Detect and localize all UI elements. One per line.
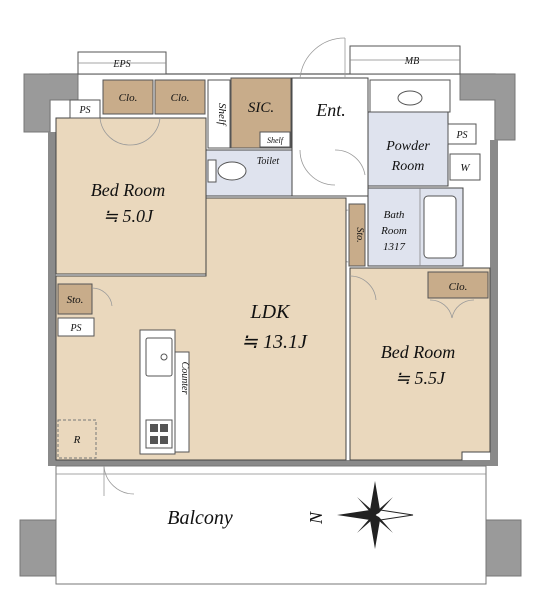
closet-right-label: Clo. xyxy=(449,281,468,293)
mb-label: MB xyxy=(404,56,419,67)
closet-2-label: Clo. xyxy=(171,92,190,104)
balcony: Balcony xyxy=(55,465,487,585)
r-marker-label: R xyxy=(73,434,81,446)
sic-label: SIC. xyxy=(248,100,274,116)
mb-box: MB xyxy=(349,45,461,75)
eps-box: EPS xyxy=(77,51,167,75)
closet-1-label: Clo. xyxy=(119,92,138,104)
powder-room: Powder Room xyxy=(367,79,451,187)
bath-room-line3: 1317 xyxy=(383,241,406,253)
shelf-small-label: Shelf xyxy=(267,136,285,145)
ps-right-label: PS xyxy=(455,130,467,141)
ps-top-left-label: PS xyxy=(78,105,90,116)
ldk-size: ≒ 13.1J xyxy=(241,331,308,353)
storage-left-label: Sto. xyxy=(67,294,84,306)
shelf-vertical: Shelf xyxy=(207,79,231,149)
closet-right: Clo. xyxy=(427,271,489,299)
ldk-name: LDK xyxy=(250,301,292,323)
washer-label: W xyxy=(460,162,470,174)
bath-room-line2: Room xyxy=(380,225,407,237)
balcony-label: Balcony xyxy=(167,507,233,529)
washer: W xyxy=(449,153,481,181)
storage-mid-label: Sto. xyxy=(354,227,365,242)
ps-left: PS xyxy=(57,317,95,337)
counter-label: Counter xyxy=(179,362,190,395)
r-marker: R xyxy=(57,419,97,459)
bedroom-1-name: Bed Room xyxy=(91,180,165,200)
entrance: Ent. xyxy=(291,37,369,197)
eps-label: EPS xyxy=(112,59,130,70)
storage-left: Sto. xyxy=(57,283,113,315)
powder-room-line1: Powder xyxy=(385,139,430,154)
ps-right: PS xyxy=(447,123,477,145)
ps-left-label: PS xyxy=(69,323,81,334)
sic: SIC. Shelf xyxy=(230,77,292,149)
bedroom-2: Bed Room ≒ 5.5J xyxy=(349,267,491,461)
bedroom-2-name: Bed Room xyxy=(381,342,455,362)
bath-room-line1: Bath xyxy=(384,209,405,221)
bedroom-2-size: ≒ 5.5J xyxy=(395,368,446,388)
bedroom-1: Bed Room ≒ 5.0J xyxy=(55,117,207,275)
north-label: N xyxy=(306,511,326,525)
toilet-label: Toilet xyxy=(257,156,280,167)
north-compass-icon xyxy=(337,481,414,549)
bedroom-1-size: ≒ 5.0J xyxy=(103,206,154,226)
bath-room: Bath Room 1317 xyxy=(367,187,464,267)
ldk: LDK ≒ 13.1J xyxy=(55,197,347,461)
closet-2: Clo. xyxy=(154,79,206,115)
closet-1: Clo. xyxy=(102,79,154,115)
ps-top-left: PS xyxy=(69,99,101,119)
toilet: Toilet xyxy=(205,149,293,197)
shelf-vertical-label: Shelf xyxy=(216,103,228,127)
powder-room-line2: Room xyxy=(391,159,425,174)
kitchen-counter: Counter xyxy=(139,329,190,455)
entrance-label: Ent. xyxy=(315,100,346,120)
